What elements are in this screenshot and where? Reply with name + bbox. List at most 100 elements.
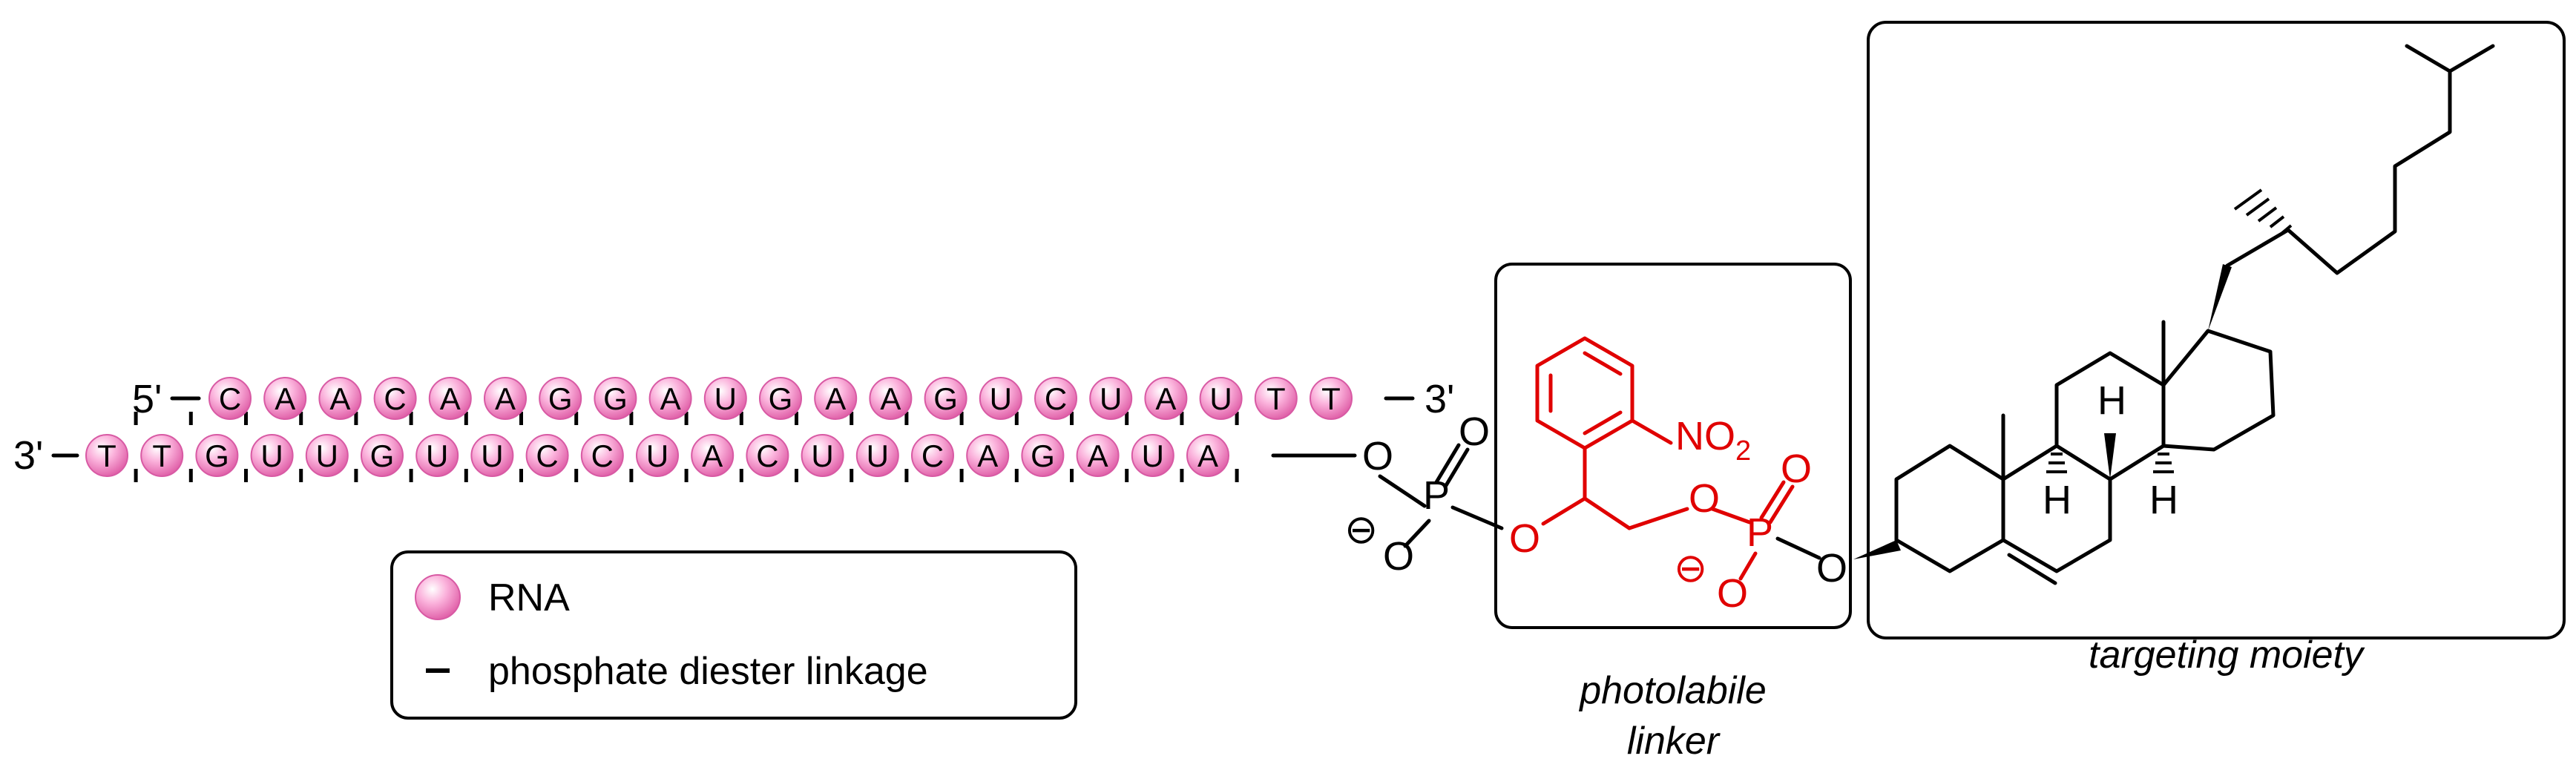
sense-bead	[428, 377, 472, 420]
ring-b	[2001, 444, 2112, 573]
antisense-bead	[470, 434, 514, 477]
bond-p-o-double-b	[1768, 484, 1795, 524]
antisense-nucleotide: C	[756, 438, 778, 473]
sense-nucleotide: G	[769, 381, 793, 416]
sense-nucleotide: A	[880, 381, 901, 416]
antisense-bead	[361, 434, 404, 477]
sense-nucleotide: A	[495, 381, 516, 416]
ring-double-bond-2	[1583, 351, 1623, 376]
sense-bead	[1144, 377, 1188, 420]
bond-p-o-ether	[1450, 505, 1504, 530]
isopropyl-methyl	[2448, 44, 2495, 73]
sense-bead	[263, 377, 307, 420]
legend: RNA phosphate diester linkage	[415, 574, 928, 693]
sense-bead	[484, 377, 527, 420]
bond-p-o-double-a	[1759, 480, 1786, 520]
bond-p-o-double-a	[1434, 443, 1461, 484]
linker-negative-charge: ⊖	[1674, 546, 1707, 591]
targeting-moiety-caption: targeting moiety	[2089, 634, 2365, 677]
antisense-nucleotide: U	[646, 438, 668, 473]
antisense-nucleotide: U	[316, 438, 338, 473]
hydrogen-c8: H	[2097, 378, 2126, 423]
antisense-bead	[85, 434, 128, 477]
antisense-bead	[140, 434, 184, 477]
bond-ch2-o	[1627, 507, 1689, 530]
sense-bead	[1254, 377, 1298, 420]
sense-bead	[594, 377, 637, 420]
sense-bead	[648, 377, 692, 420]
legend-rna-bead	[415, 574, 461, 620]
ring-double-bond-3	[1583, 410, 1623, 435]
ring-b-double-bond	[2007, 553, 2057, 585]
antisense-bead	[911, 434, 954, 477]
antisense-nucleotide: U	[811, 438, 833, 473]
antisense-nucleotide: A	[977, 438, 998, 473]
bond-p-o-double-b	[1443, 447, 1470, 489]
sense-three-prime-label: 3'	[1425, 377, 1454, 421]
bond-p-o-cholesterol	[1775, 536, 1821, 560]
photolabile-caption-line2: linker	[1627, 720, 1721, 763]
antisense-nucleotide: U	[481, 438, 503, 473]
linker-o-link: O	[1689, 476, 1720, 521]
sense-nucleotide: C	[384, 381, 406, 416]
sense-nucleotide: A	[660, 381, 681, 416]
antisense-nucleotide: T	[152, 438, 171, 473]
antisense-three-prime-label: 3'	[13, 433, 43, 478]
antisense-bead	[801, 434, 844, 477]
antisense-bead	[1021, 434, 1065, 477]
sense-nucleotide: A	[440, 381, 461, 416]
sense-nucleotide: G	[548, 381, 573, 416]
bond-p-o-minus	[1403, 519, 1431, 548]
phosphate-one-o-double: O	[1459, 409, 1490, 454]
phosphate-one-o-top: O	[1362, 434, 1393, 478]
photolabile-caption-line1: photolabile	[1578, 669, 1767, 712]
c9-hashed-h	[2046, 453, 2067, 473]
antisense-nucleotide: G	[1031, 438, 1055, 473]
c8-wedge-h	[2104, 433, 2116, 479]
sense-nucleotide: U	[714, 381, 737, 416]
sense-nucleotide: T	[1266, 381, 1286, 416]
antisense-bead	[195, 434, 239, 477]
linker-o-bottom: O	[1717, 571, 1748, 616]
sense-bead	[373, 377, 417, 420]
ring-a	[1894, 444, 2005, 573]
antisense-nucleotide: C	[921, 438, 944, 473]
sense-nucleotide: U	[1209, 381, 1232, 416]
antisense-nucleotide: T	[97, 438, 116, 473]
sense-nucleotide: C	[1045, 381, 1067, 416]
o-c3-wedge-bond	[1853, 540, 1901, 559]
antisense-nucleotide: U	[426, 438, 448, 473]
sense-five-prime-label: 5'	[132, 377, 162, 421]
sense-bead	[759, 377, 802, 420]
sense-bead	[924, 377, 967, 420]
antisense-bead	[691, 434, 735, 477]
antisense-bead	[580, 434, 624, 477]
sense-bead	[703, 377, 747, 420]
antisense-nucleotide: A	[702, 438, 723, 473]
bond-ch-ch2	[1583, 496, 1632, 530]
sense-bead	[814, 377, 858, 420]
photolabile-linker-structure: NO2 O O P O O ⊖	[1509, 336, 1812, 616]
base-pair-ticks	[134, 412, 1239, 482]
antisense-nucleotide: A	[1197, 438, 1218, 473]
sense-nucleotide: G	[933, 381, 958, 416]
c17-side-chain-wedge	[2208, 264, 2232, 331]
hydrogen-c14: H	[2149, 478, 2178, 522]
sense-nucleotide: A	[1155, 381, 1176, 416]
antisense-bead	[636, 434, 679, 477]
sense-nucleotide: A	[275, 381, 295, 416]
antisense-bead	[415, 434, 459, 477]
phosphate-one-negative-charge: ⊖	[1344, 507, 1378, 552]
sense-nucleotide: U	[990, 381, 1012, 416]
c14-hashed-h	[2153, 453, 2174, 473]
legend-rna-label: RNA	[488, 576, 570, 619]
sense-bead	[318, 377, 362, 420]
antisense-bead	[1076, 434, 1120, 477]
bond-ring-nitro	[1630, 418, 1673, 445]
sense-nucleotide: A	[825, 381, 846, 416]
nitro-group-label: NO2	[1675, 414, 1751, 467]
sense-bead	[1089, 377, 1133, 420]
